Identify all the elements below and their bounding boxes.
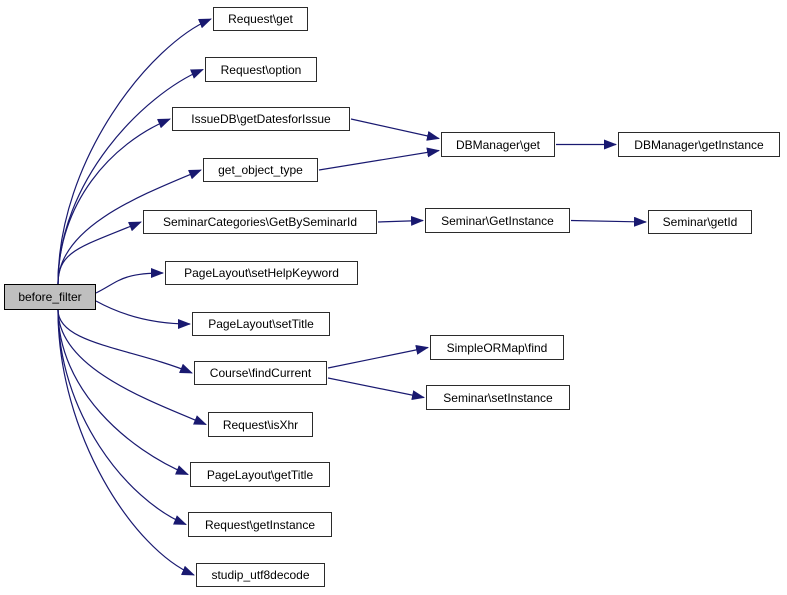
node-simpleormap_find[interactable]: SimpleORMap\find	[430, 335, 564, 360]
edge-course_findcurrent-to-simpleormap_find	[327, 345, 429, 369]
edge-get_object_type-to-dbmanager_get	[318, 147, 440, 171]
node-label: Course\findCurrent	[209, 366, 312, 380]
node-dbmanager_get[interactable]: DBManager\get	[441, 132, 555, 157]
node-course_findcurrent[interactable]: Course\findCurrent	[194, 361, 327, 385]
node-label: PageLayout\getTitle	[206, 467, 314, 482]
node-seminar_getid[interactable]: Seminar\getId	[648, 210, 752, 234]
edge-before_filter-to-get_object_type	[57, 169, 202, 285]
node-label: DBManager\getInstance	[634, 137, 764, 152]
node-pagelayout_settitle[interactable]: PageLayout\setTitle	[192, 312, 330, 336]
node-get_object_type[interactable]: get_object_type	[203, 158, 318, 182]
node-request_isxhr[interactable]: Request\isXhr	[208, 412, 313, 437]
node-label: get_object_type	[218, 163, 303, 177]
node-label: Request\getInstance	[204, 517, 316, 532]
node-seminar_setinstance[interactable]: Seminar\setInstance	[426, 385, 570, 410]
edge-before_filter-to-request_get	[57, 18, 212, 285]
node-label: SeminarCategories\GetBySeminarId	[162, 215, 358, 229]
edge-before_filter-to-pagelayout_gettitle	[57, 309, 189, 476]
node-before_filter: before_filter	[4, 284, 96, 310]
edge-seminar_getinstance-to-seminar_getid	[570, 216, 647, 227]
node-label: Seminar\GetInstance	[441, 213, 554, 228]
node-label: SimpleORMap\find	[446, 340, 548, 355]
node-pagelayout_sethelpkeyword[interactable]: PageLayout\setHelpKeyword	[165, 261, 358, 285]
node-seminar_getinstance[interactable]: Seminar\GetInstance	[425, 208, 570, 233]
node-label: IssueDB\getDatesforIssue	[191, 112, 331, 126]
node-issuedb_getdatesforissue[interactable]: IssueDB\getDatesforIssue	[172, 107, 350, 131]
edge-before_filter-to-request_getinstance	[57, 309, 187, 526]
node-label: Seminar\setInstance	[443, 390, 553, 405]
node-label: before_filter	[18, 290, 82, 304]
node-pagelayout_gettitle[interactable]: PageLayout\getTitle	[190, 462, 330, 487]
node-label: Request\option	[220, 62, 302, 77]
edge-course_findcurrent-to-seminar_setinstance	[327, 377, 425, 401]
node-request_option[interactable]: Request\option	[205, 57, 317, 82]
node-label: studip_utf8decode	[211, 568, 310, 582]
node-seminarcategories_getbyseminarid[interactable]: SeminarCategories\GetBySeminarId	[143, 210, 377, 234]
node-request_getinstance[interactable]: Request\getInstance	[188, 512, 332, 537]
node-label: Seminar\getId	[662, 215, 738, 229]
edge-before_filter-to-pagelayout_sethelpkeyword	[95, 268, 164, 294]
edge-before_filter-to-issuedb_getdatesforissue	[57, 118, 171, 285]
edge-before_filter-to-request_isxhr	[57, 309, 207, 426]
node-dbmanager_getinstance[interactable]: DBManager\getInstance	[618, 132, 780, 157]
edge-issuedb_getdatesforissue-to-dbmanager_get	[350, 118, 440, 141]
node-request_get[interactable]: Request\get	[213, 7, 308, 31]
node-label: PageLayout\setTitle	[208, 317, 314, 331]
edge-before_filter-to-seminarcategories_getbyseminarid	[57, 221, 142, 285]
edge-before_filter-to-studip_utf8decode	[57, 309, 195, 576]
node-label: DBManager\get	[455, 137, 541, 152]
edge-before_filter-to-pagelayout_settitle	[95, 300, 191, 329]
edges-group	[57, 18, 647, 576]
node-label: Request\isXhr	[222, 417, 299, 432]
node-studip_utf8decode[interactable]: studip_utf8decode	[196, 563, 325, 587]
edge-before_filter-to-course_findcurrent	[57, 309, 193, 374]
node-label: Request\get	[228, 12, 293, 26]
node-label: PageLayout\setHelpKeyword	[184, 266, 339, 280]
edge-seminarcategories_getbyseminarid-to-seminar_getinstance	[377, 215, 424, 226]
